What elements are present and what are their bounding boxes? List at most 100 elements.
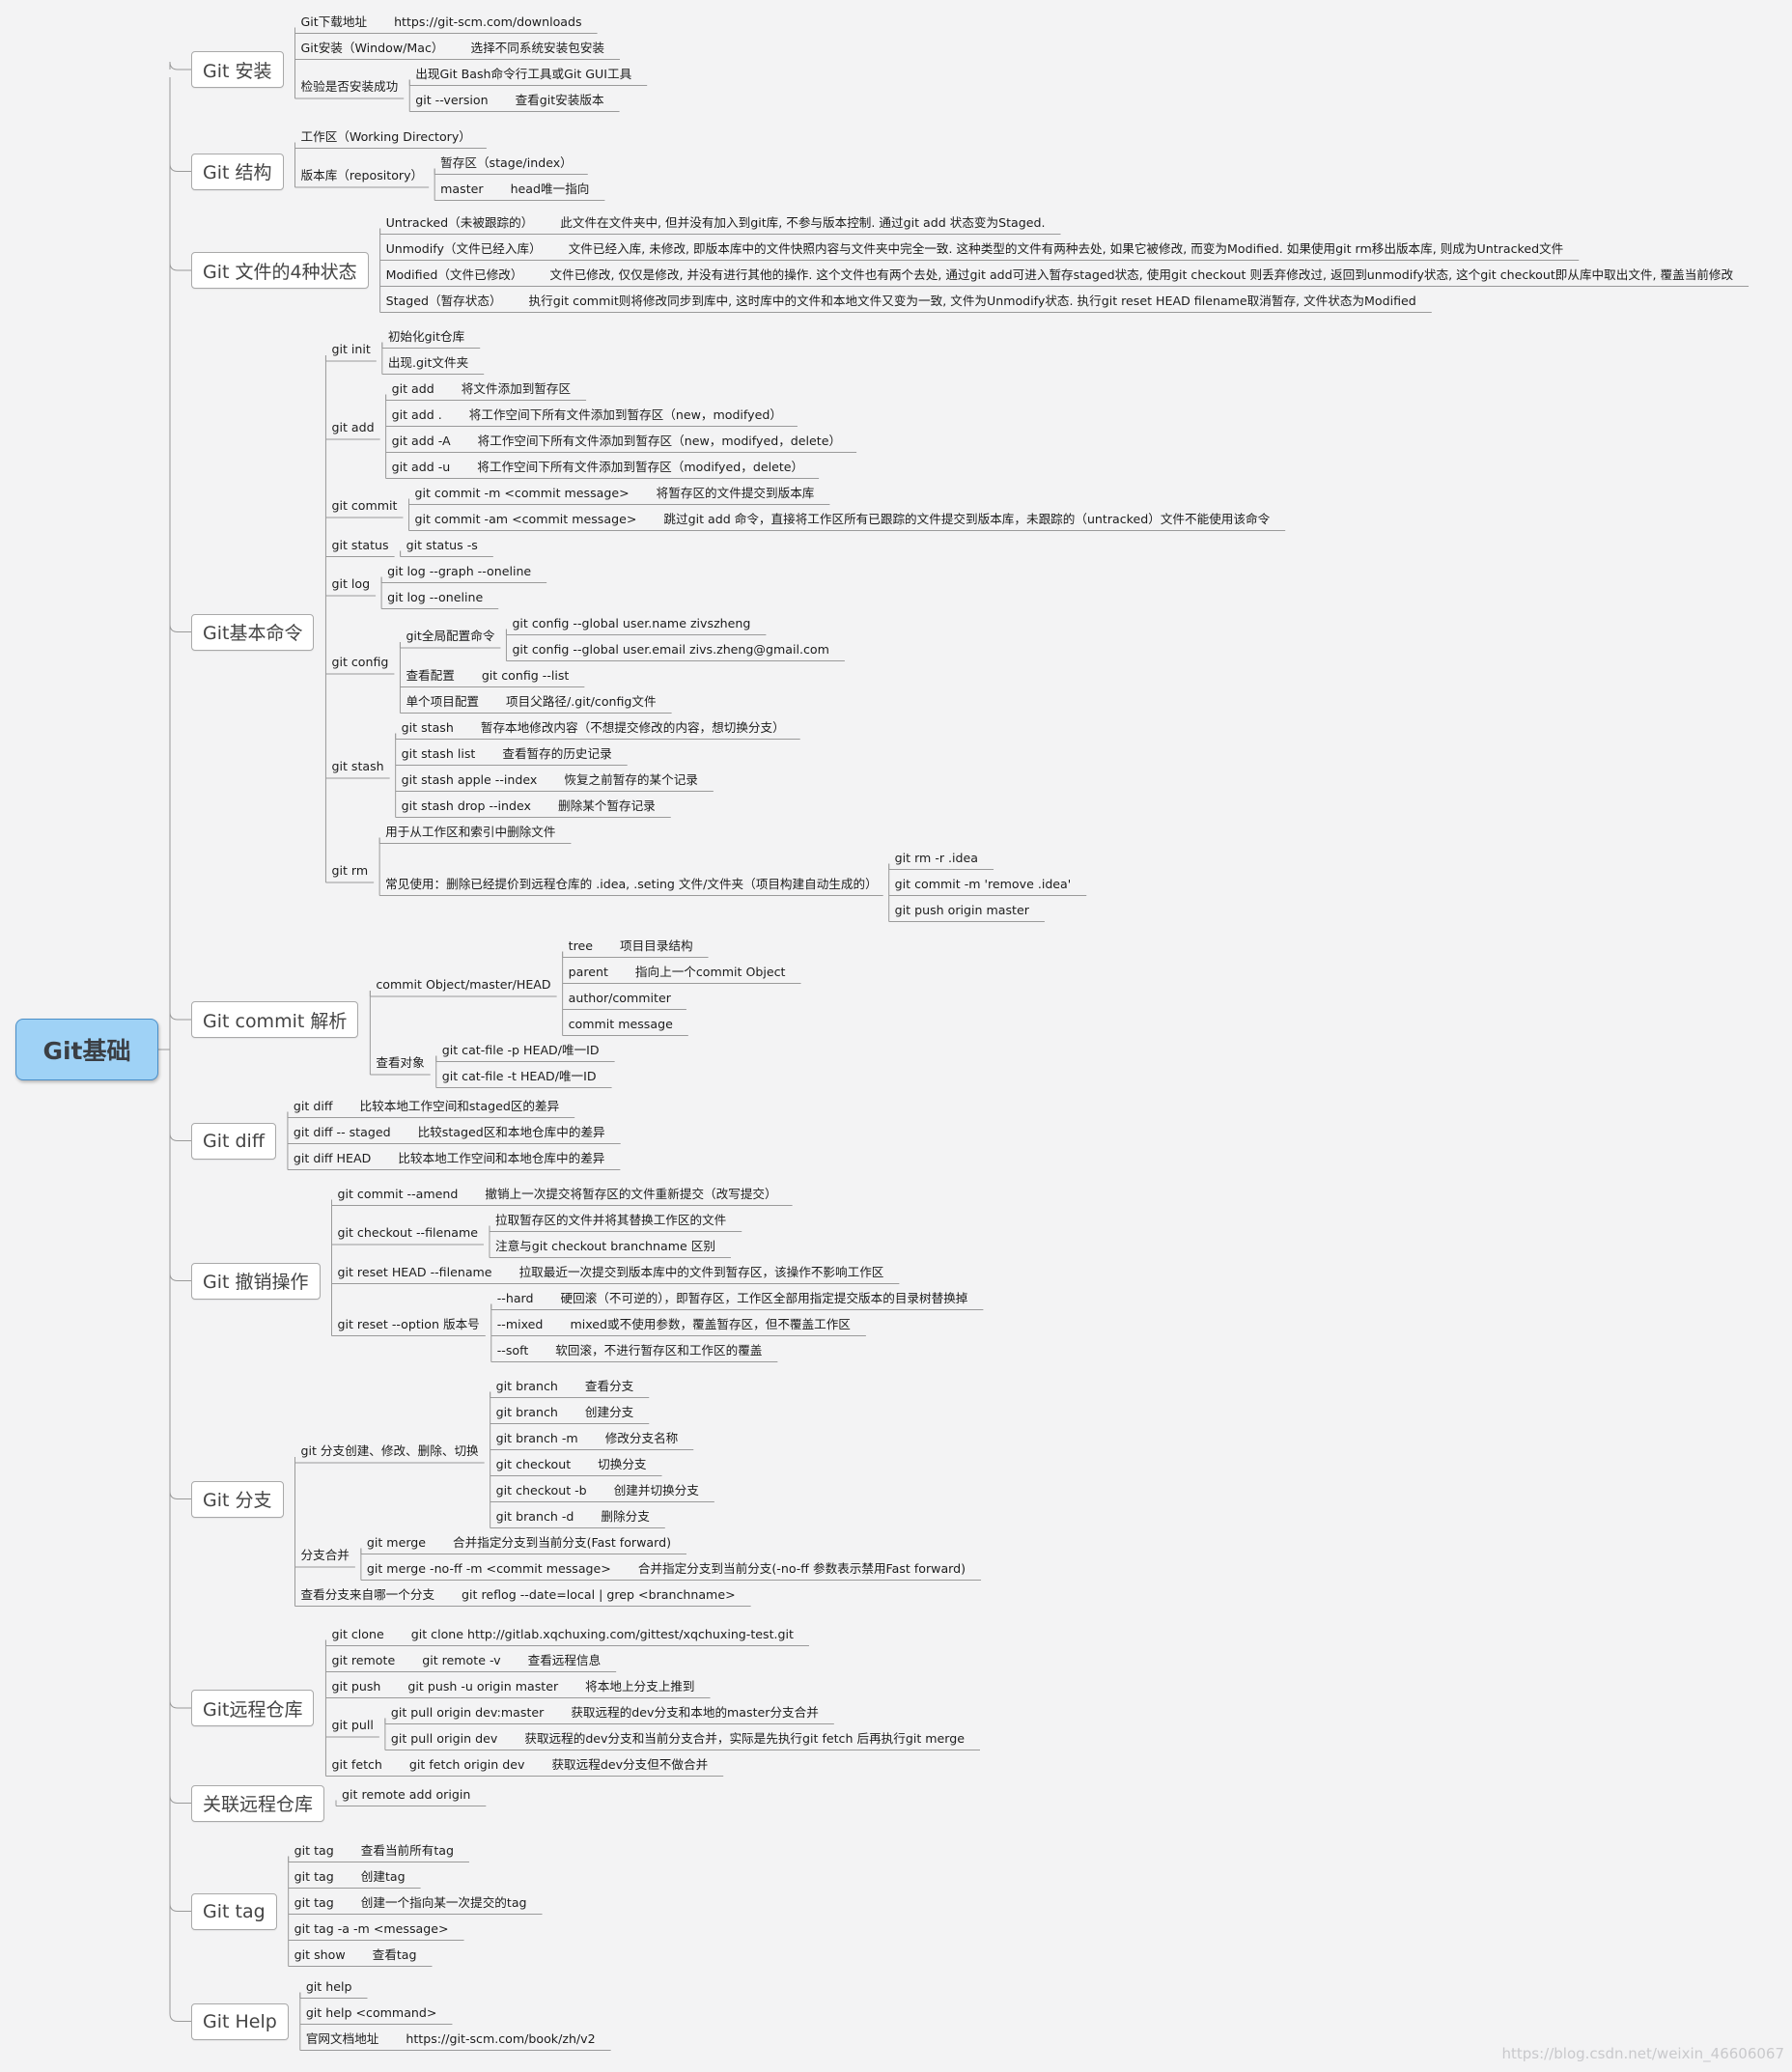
- leaf-node[interactable]: git status -s: [406, 537, 478, 554]
- branch-topic[interactable]: Git Help: [191, 2002, 289, 2040]
- leaf-node[interactable]: Modified（文件已修改）文件已修改, 仅仅是修改, 并没有进行其他的操作.…: [386, 266, 1733, 284]
- branch-topic[interactable]: Git commit 解析: [191, 1001, 359, 1038]
- branch-topic[interactable]: Git 分支: [191, 1480, 284, 1518]
- leaf-node[interactable]: 注意与git checkout branchname 区别: [495, 1238, 715, 1255]
- subtopic[interactable]: 常见使用：删除已经提价到远程仓库的 .idea, .seting 文件/文件夹（…: [385, 876, 878, 893]
- leaf-node[interactable]: 用于从工作区和索引中删除文件: [385, 824, 555, 841]
- leaf-node[interactable]: git remote add origin: [342, 1786, 470, 1804]
- leaf-node[interactable]: 工作区（Working Directory）: [301, 128, 471, 146]
- leaf-node[interactable]: git config --global user.email zivs.zhen…: [512, 641, 828, 658]
- leaf-node[interactable]: 单个项目配置项目父路径/.git/config文件: [406, 693, 656, 711]
- leaf-node[interactable]: git help <command>: [306, 2004, 437, 2022]
- leaf-node[interactable]: git config --global user.name zivszheng: [512, 615, 750, 632]
- branch-topic[interactable]: Git diff: [191, 1122, 276, 1160]
- branch-topic[interactable]: Git tag: [191, 1892, 277, 1930]
- leaf-node[interactable]: git help: [306, 1978, 352, 1996]
- leaf-node[interactable]: git cat-file -p HEAD/唯一ID: [442, 1042, 600, 1059]
- branch-topic[interactable]: Git 结构: [191, 153, 284, 190]
- subtopic[interactable]: git checkout --filename: [338, 1224, 478, 1242]
- leaf-node[interactable]: 出现.git文件夹: [388, 354, 468, 372]
- subtopic[interactable]: git reset --option 版本号: [338, 1316, 480, 1333]
- leaf-node[interactable]: Staged（暂存状态）执行git commit则将修改同步到库中, 这时库中的…: [386, 293, 1416, 310]
- subtopic[interactable]: git add: [331, 419, 374, 436]
- subtopic[interactable]: git init: [331, 341, 370, 358]
- subtopic[interactable]: git pull: [331, 1717, 373, 1734]
- leaf-node[interactable]: git push origin master: [895, 902, 1029, 919]
- branch-topic[interactable]: Git 安装: [191, 51, 284, 88]
- leaf-node[interactable]: Untracked（未被跟踪的）此文件在文件夹中, 但并没有加入到git库, 不…: [386, 214, 1046, 232]
- subtopic[interactable]: git status: [331, 537, 388, 554]
- branch-topic[interactable]: Git远程仓库: [191, 1690, 315, 1726]
- subtopic[interactable]: git rm: [331, 862, 368, 880]
- subtopic[interactable]: git stash: [331, 758, 383, 775]
- leaf-node[interactable]: git log --graph --oneline: [387, 563, 531, 580]
- subtopic[interactable]: git config: [331, 654, 388, 671]
- subtopic[interactable]: 分支合并: [301, 1547, 350, 1564]
- subtopic[interactable]: git commit: [331, 497, 397, 515]
- leaf-node[interactable]: git log --oneline: [387, 589, 483, 606]
- leaf-node[interactable]: 初始化git仓库: [388, 328, 464, 346]
- subtopic[interactable]: 版本库（repository）: [301, 167, 424, 184]
- leaf-node[interactable]: git commit -m 'remove .idea': [895, 876, 1072, 893]
- leaf-node[interactable]: git add .将工作空间下所有文件添加到暂存区（new，modifyed）: [392, 406, 782, 424]
- leaf-node[interactable]: commit message: [569, 1016, 673, 1033]
- leaf-node[interactable]: 暂存区（stage/index）: [440, 154, 573, 172]
- branch-topic[interactable]: Git 撤销操作: [191, 1262, 321, 1300]
- branch-topic[interactable]: 关联远程仓库: [191, 1784, 325, 1822]
- subtopic[interactable]: git全局配置命令: [406, 628, 494, 645]
- subtopic[interactable]: git 分支创建、修改、删除、切换: [301, 1442, 479, 1460]
- subtopic[interactable]: commit Object/master/HEAD: [376, 976, 550, 994]
- subtopic[interactable]: 检验是否安装成功: [301, 78, 399, 96]
- leaf-node[interactable]: 拉取暂存区的文件并将其替换工作区的文件: [495, 1212, 726, 1229]
- leaf-node[interactable]: git commit -am <commit message>跳过git add…: [415, 511, 1271, 528]
- subtopic[interactable]: git log: [331, 575, 370, 593]
- branch-topic[interactable]: Git 文件的4种状态: [191, 252, 369, 289]
- leaf-node[interactable]: git merge -no-ff -m <commit message>合并指定…: [367, 1560, 966, 1578]
- subtopic[interactable]: 查看对象: [376, 1054, 424, 1072]
- leaf-node[interactable]: git cat-file -t HEAD/唯一ID: [442, 1068, 597, 1085]
- leaf-node[interactable]: Git安装（Window/Mac）选择不同系统安装包安装: [301, 40, 605, 57]
- leaf-node[interactable]: git commit -m <commit message>将暂存区的文件提交到…: [415, 485, 815, 502]
- leaf-node[interactable]: 出现Git Bash命令行工具或Git GUI工具: [415, 66, 631, 83]
- leaf-node[interactable]: Unmodify（文件已经入库）文件已经入库, 未修改, 即版本库中的文件快照内…: [386, 240, 1564, 258]
- leaf-node[interactable]: author/commiter: [569, 990, 671, 1007]
